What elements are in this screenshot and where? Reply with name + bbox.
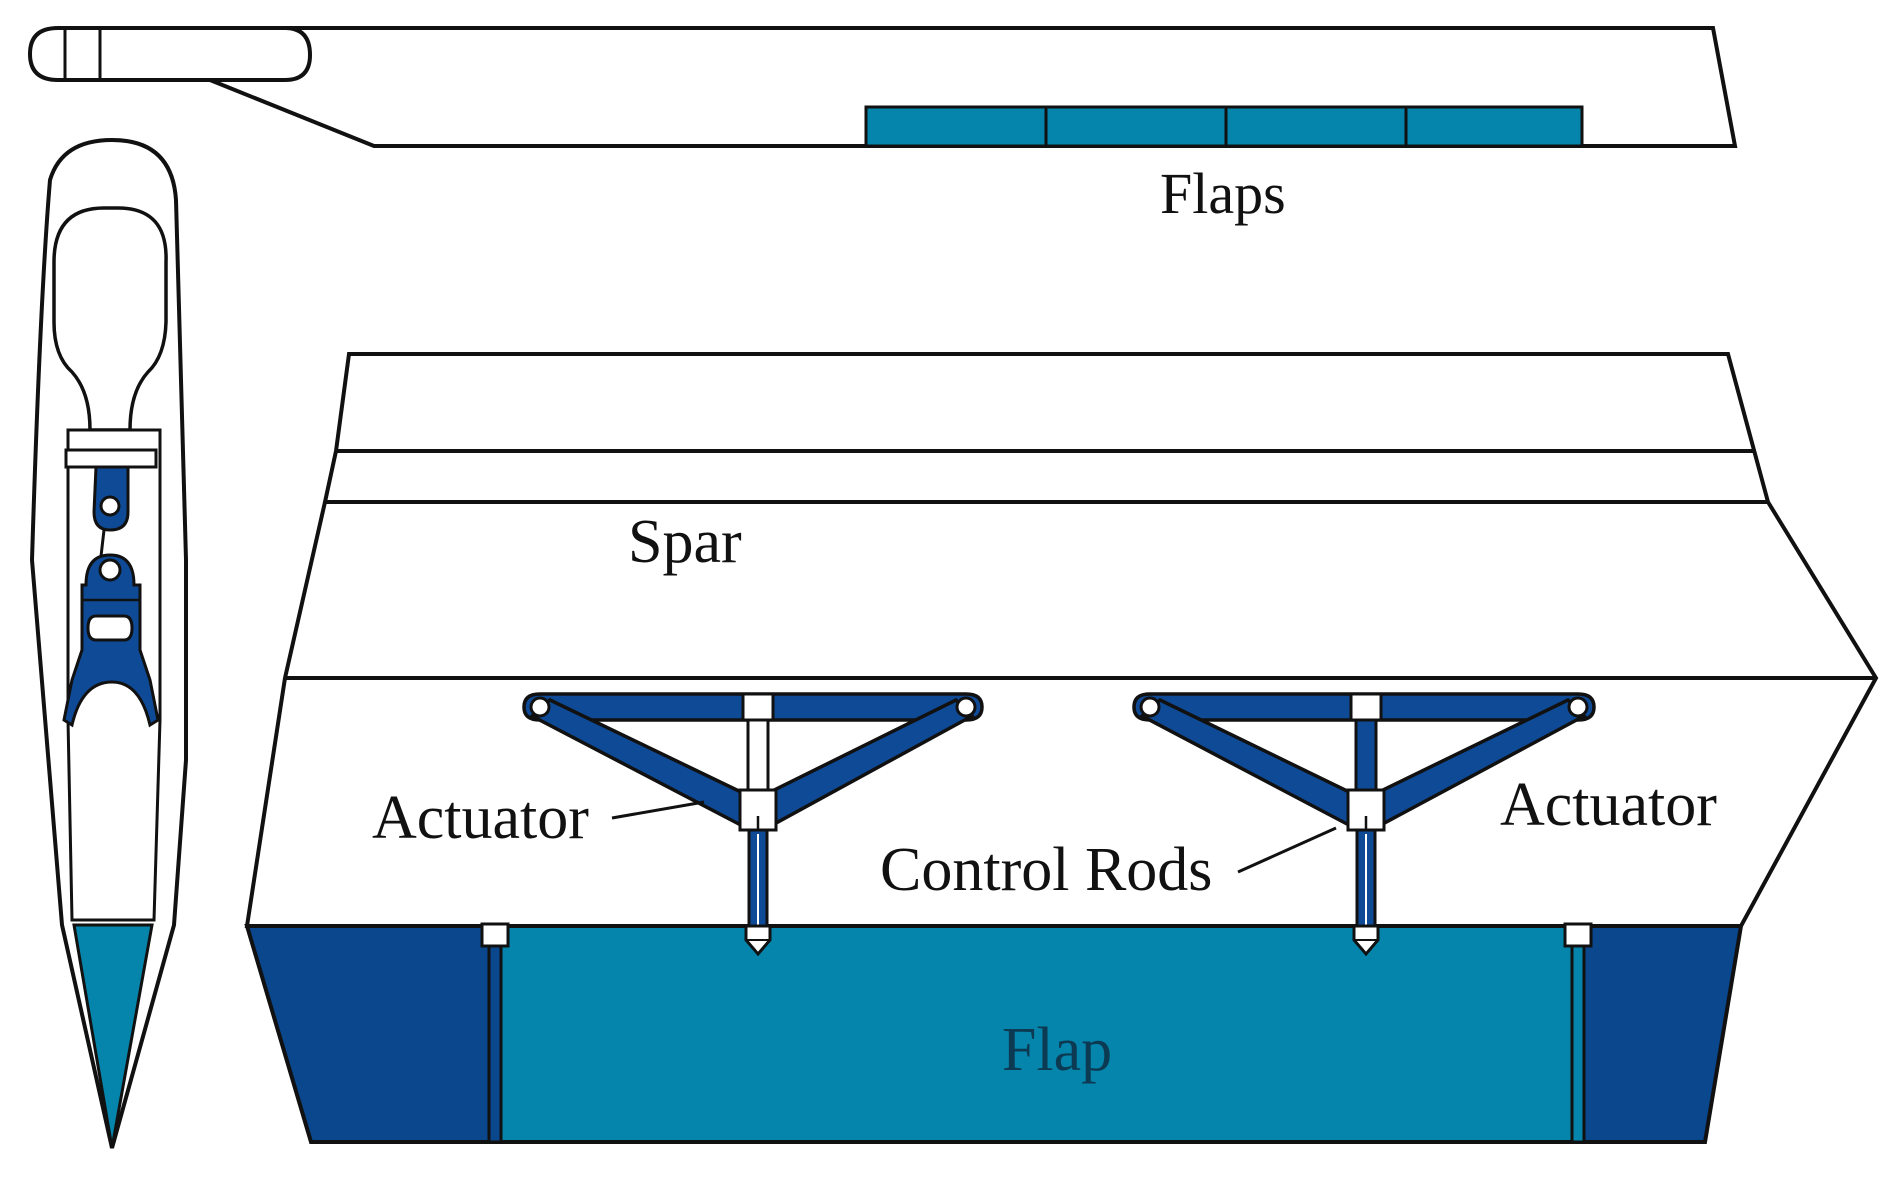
flap-segment-2 bbox=[1044, 105, 1228, 148]
flap-body bbox=[495, 924, 1578, 1144]
section-lower-pivot bbox=[98, 558, 122, 582]
flap-left-block bbox=[244, 924, 499, 1144]
airfoil-cross-section bbox=[29, 137, 188, 1149]
left-actuator-left-pivot bbox=[529, 696, 551, 718]
left-hinge bbox=[480, 922, 510, 1144]
section-upper-pivot bbox=[99, 495, 121, 517]
flap-right-block bbox=[1574, 924, 1744, 1144]
left-actuator-mechanism bbox=[522, 692, 984, 957]
right-actuator-left-pivot bbox=[1139, 696, 1161, 718]
left-actuator-right-pivot bbox=[955, 696, 977, 718]
blade-section-view: Spar Flap bbox=[244, 352, 1879, 1144]
right-actuator-mechanism bbox=[1132, 692, 1596, 957]
flap-segment-3 bbox=[1224, 105, 1408, 148]
right-actuator-upper-block bbox=[1349, 692, 1383, 722]
control-rods-label: Control Rods bbox=[880, 836, 1212, 904]
section-lower-window bbox=[86, 614, 134, 642]
spar-label: Spar bbox=[628, 508, 742, 576]
right-actuator-right-pivot bbox=[1567, 696, 1589, 718]
flap-label: Flap bbox=[1002, 1016, 1112, 1084]
right-hinge-post bbox=[1570, 944, 1586, 1144]
left-hinge-post bbox=[487, 944, 503, 1144]
flap-segment-1 bbox=[864, 105, 1048, 148]
section-crossbar bbox=[64, 448, 158, 469]
blade-root-cap bbox=[27, 26, 313, 82]
actuator-label-right: Actuator bbox=[1500, 771, 1717, 839]
blade-planform-outline bbox=[209, 26, 1738, 148]
right-actuator-lower-block bbox=[1346, 788, 1386, 832]
left-hinge-block bbox=[480, 922, 510, 948]
right-hinge-block bbox=[1563, 922, 1593, 948]
flaps-label: Flaps bbox=[1160, 161, 1286, 226]
control-rods-leader bbox=[1237, 826, 1337, 874]
right-hinge bbox=[1563, 922, 1593, 1144]
flaps-strip bbox=[864, 105, 1584, 148]
actuator-label-left: Actuator bbox=[372, 784, 589, 852]
right-actuator-cylinder bbox=[1354, 718, 1378, 792]
left-actuator-upper-block bbox=[741, 692, 775, 722]
actuator-left-leader bbox=[611, 800, 705, 820]
left-actuator-cylinder bbox=[746, 718, 770, 792]
blade-planform-view: Flaps bbox=[27, 26, 1738, 226]
flap-segment-4 bbox=[1404, 105, 1584, 148]
airfoil-trailing-edge-flap bbox=[72, 923, 154, 1149]
